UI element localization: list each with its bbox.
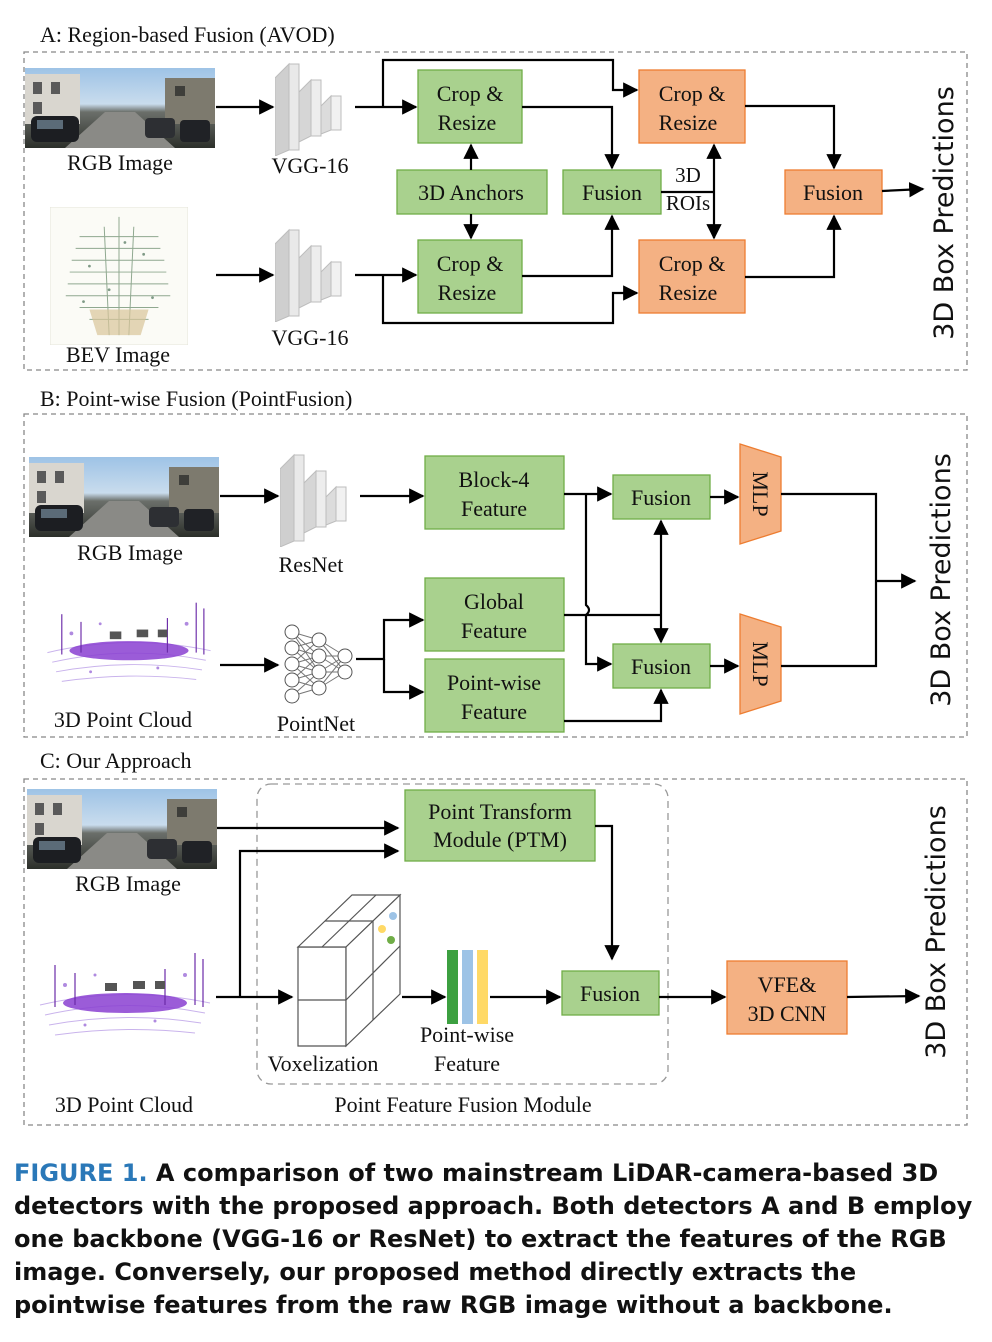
block4-line2: Feature [461,496,527,521]
resnet-label: ResNet [279,552,344,577]
fusion-module-frame [256,783,669,1085]
fusion-label-b-top: Fusion [631,485,691,510]
fusion-label-a-orange: Fusion [803,180,863,205]
ptm-line2: Module (PTM) [433,827,567,852]
block4-line1: Block-4 [459,467,530,492]
panel-b: B: Point-wise Fusion (PointFusion) RGB I… [23,386,968,738]
mlp-bottom [739,613,782,715]
pointwise-b-line2: Feature [461,699,527,724]
vfe-line1: VFE& [758,972,817,997]
crop-resize-top-left-line2: Resize [438,110,497,135]
feature-bar-green [447,950,458,1024]
voxel-grid [296,893,402,1048]
block4-box [424,455,565,530]
prediction-label-a: 3D Box Predictions [929,86,960,340]
voxel-point-green [387,936,395,944]
panel-c: C: Our Approach RGB Image 3D Point Cloud… [23,748,968,1126]
pointwise-b-line1: Point-wise [447,670,541,695]
crop-resize-top-right [638,69,746,144]
bev-label: BEV Image [66,342,170,367]
voxel-point-blue [389,912,397,920]
resnet-network [280,454,347,547]
panel-b-frame [23,413,968,738]
panel-b-arrows [220,486,917,723]
crop-resize-top-right-line2: Resize [659,110,718,135]
caption-text: A comparison of two mainstream LiDAR-cam… [14,1159,973,1319]
rgb-label-c: RGB Image [75,871,181,896]
panel-a-frame [23,51,968,371]
fusion-box-b-top [612,474,711,520]
voxel-point-yellow [378,925,386,933]
figure-caption: FIGURE 1. A comparison of two mainstream… [14,1157,974,1322]
rgb-label-a: RGB Image [67,150,173,175]
global-line2: Feature [461,618,527,643]
prediction-label-c: 3D Box Predictions [921,805,952,1059]
rois-line2: ROIs [666,191,710,215]
fusion-box-a-orange [784,169,883,215]
crop-resize-top-left-line1: Crop & [437,81,504,106]
feature-bar-yellow [477,950,488,1024]
crop-resize-bottom-right-line1: Crop & [659,251,726,276]
vfe-box [726,960,848,1035]
fusion-label-c: Fusion [580,981,640,1006]
panel-a-arrows [216,58,925,325]
crop-resize-top-left [417,69,523,144]
vgg-network-bottom [275,229,342,322]
fusion-box-c [561,970,660,1016]
fusion-label-b-bottom: Fusion [631,654,691,679]
panel-c-arrows [216,820,921,1005]
crop-resize-bottom-left-line2: Resize [438,280,497,305]
point-cloud-c [35,945,215,1045]
feature-bar-blue [462,950,473,1024]
crop-resize-bottom-right-line2: Resize [659,280,718,305]
mlp-top-label: MLP [748,471,773,516]
vgg-network-top [275,63,342,156]
rgb-label-b: RGB Image [77,540,183,565]
prediction-label-b: 3D Box Predictions [926,453,957,707]
pointwise-c-line2: Feature [434,1051,500,1076]
rgb-image-c [27,789,217,869]
mlp-bottom-label: MLP [748,641,773,686]
module-label: Point Feature Fusion Module [334,1092,591,1117]
rgb-image-a [25,68,215,148]
panel-c-title: C: Our Approach [40,748,192,773]
fusion-box-a-green [562,169,662,215]
panel-c-frame [23,778,968,1126]
vfe-line2: 3D CNN [748,1001,827,1026]
global-line1: Global [464,589,524,614]
crop-resize-top-right-line1: Crop & [659,81,726,106]
crop-resize-bottom-right [638,239,746,314]
cloud-label-b: 3D Point Cloud [54,707,192,732]
vgg-label-top: VGG-16 [272,153,349,178]
pointwise-feature-box-b [424,658,565,733]
figure-label: FIGURE 1. [14,1159,148,1187]
vgg-label-bottom: VGG-16 [272,325,349,350]
pointwise-c-line1: Point-wise [420,1022,514,1047]
fusion-label-a-green: Fusion [582,180,642,205]
anchors-label: 3D Anchors [418,180,524,205]
mlp-top [739,443,782,545]
cloud-label-c: 3D Point Cloud [55,1092,193,1117]
bev-image [50,207,188,345]
crop-resize-bottom-left-line1: Crop & [437,251,504,276]
panel-a: A: Region-based Fusion (AVOD) RGB Image … [23,22,968,371]
panel-a-title: A: Region-based Fusion (AVOD) [40,22,335,47]
ptm-box [404,789,596,862]
pointnet-network [284,624,353,704]
pointnet-label: PointNet [277,711,355,736]
panel-b-title: B: Point-wise Fusion (PointFusion) [40,386,352,411]
fusion-box-b-bottom [612,643,711,689]
point-cloud-b [42,595,216,691]
anchors-box [396,169,548,215]
global-feature-box [424,577,565,652]
ptm-line1: Point Transform [428,799,572,824]
voxelization-label: Voxelization [268,1051,379,1076]
rois-line1: 3D [675,163,701,187]
rgb-image-b [29,457,219,537]
